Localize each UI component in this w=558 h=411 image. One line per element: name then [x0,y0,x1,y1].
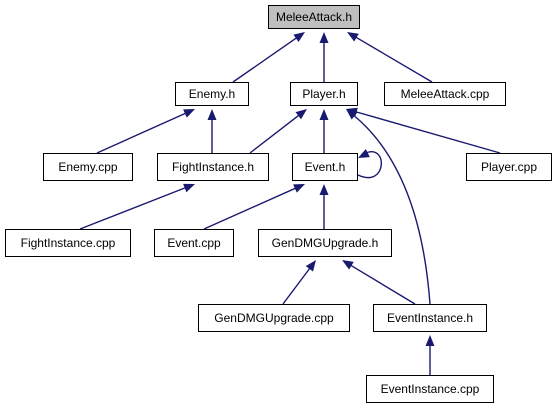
node-label: Event.cpp [167,236,221,250]
node-melee-cpp[interactable]: MeleeAttack.cpp [384,82,506,106]
edge-event-h-to-event-h [357,149,382,179]
edge-arrowhead [358,149,370,158]
node-label: MeleeAttack.h [275,10,353,24]
node-label: FightInstance.cpp [20,236,116,250]
edge-arrowhead [305,260,316,272]
edge-fight-cpp-to-fight-h [79,183,195,230]
edge-arrowhead [347,32,359,42]
edge-arrowhead [319,32,329,43]
node-melee-h: MeleeAttack.h [268,5,360,29]
node-label: EventInstance.cpp [380,382,480,396]
edge-evinst-h-to-player-h [346,109,431,305]
edge-arrowhead [319,109,329,120]
node-label: GenDMGUpgrade.h [271,236,379,250]
edge-arrowhead [319,184,329,195]
edge-event-h-to-player-h [319,109,329,153]
edge-player-h-to-melee-h [319,32,329,82]
edge-arrowhead [295,109,307,120]
edge-arrowhead [183,183,195,193]
edge-enemy-h-to-melee-h [232,32,305,83]
edge-arrowhead [342,260,354,270]
node-fight-cpp[interactable]: FightInstance.cpp [5,229,131,257]
node-gen-cpp[interactable]: GenDMGUpgrade.cpp [198,304,350,332]
edge-arrowhead [183,109,195,118]
node-event-cpp[interactable]: Event.cpp [154,229,234,257]
edge-enemy-cpp-to-enemy-h [96,109,195,154]
node-label: FightInstance.h [171,160,255,174]
edge-arrowhead [207,109,217,120]
node-evinst-h[interactable]: EventInstance.h [373,304,487,332]
edge-gen-cpp-to-gen-h [282,260,316,305]
edge-fight-h-to-player-h [249,109,307,154]
node-label: Enemy.h [188,87,236,101]
node-gen-h[interactable]: GenDMGUpgrade.h [258,229,392,257]
edge-gen-h-to-event-h [319,184,329,229]
node-player-cpp[interactable]: Player.cpp [466,153,552,181]
edge-evinst-cpp-to-evinst-h [425,335,435,375]
node-event-h[interactable]: Event.h [292,153,358,181]
node-enemy-cpp[interactable]: Enemy.cpp [43,153,133,181]
edge-arrowhead [425,335,435,346]
node-player-h[interactable]: Player.h [290,82,358,106]
edge-arrowhead [293,184,305,193]
node-enemy-h[interactable]: Enemy.h [175,82,249,106]
node-fight-h[interactable]: FightInstance.h [157,153,269,181]
node-label: MeleeAttack.cpp [400,87,490,101]
edge-melee-cpp-to-melee-h [347,32,433,83]
node-label: EventInstance.h [386,311,474,325]
node-label: Enemy.cpp [58,160,118,174]
edge-arrowhead [293,32,305,42]
node-evinst-cpp[interactable]: EventInstance.cpp [366,375,494,403]
edge-arrowhead [346,109,358,120]
edge-fight-h-to-enemy-h [207,109,217,153]
edge-event-cpp-to-event-h [203,184,305,230]
node-label: Player.cpp [480,160,538,174]
edge-evinst-h-to-gen-h [342,260,416,305]
node-label: GenDMGUpgrade.cpp [214,311,334,325]
node-label: Event.h [304,160,346,174]
node-label: Player.h [302,87,346,101]
